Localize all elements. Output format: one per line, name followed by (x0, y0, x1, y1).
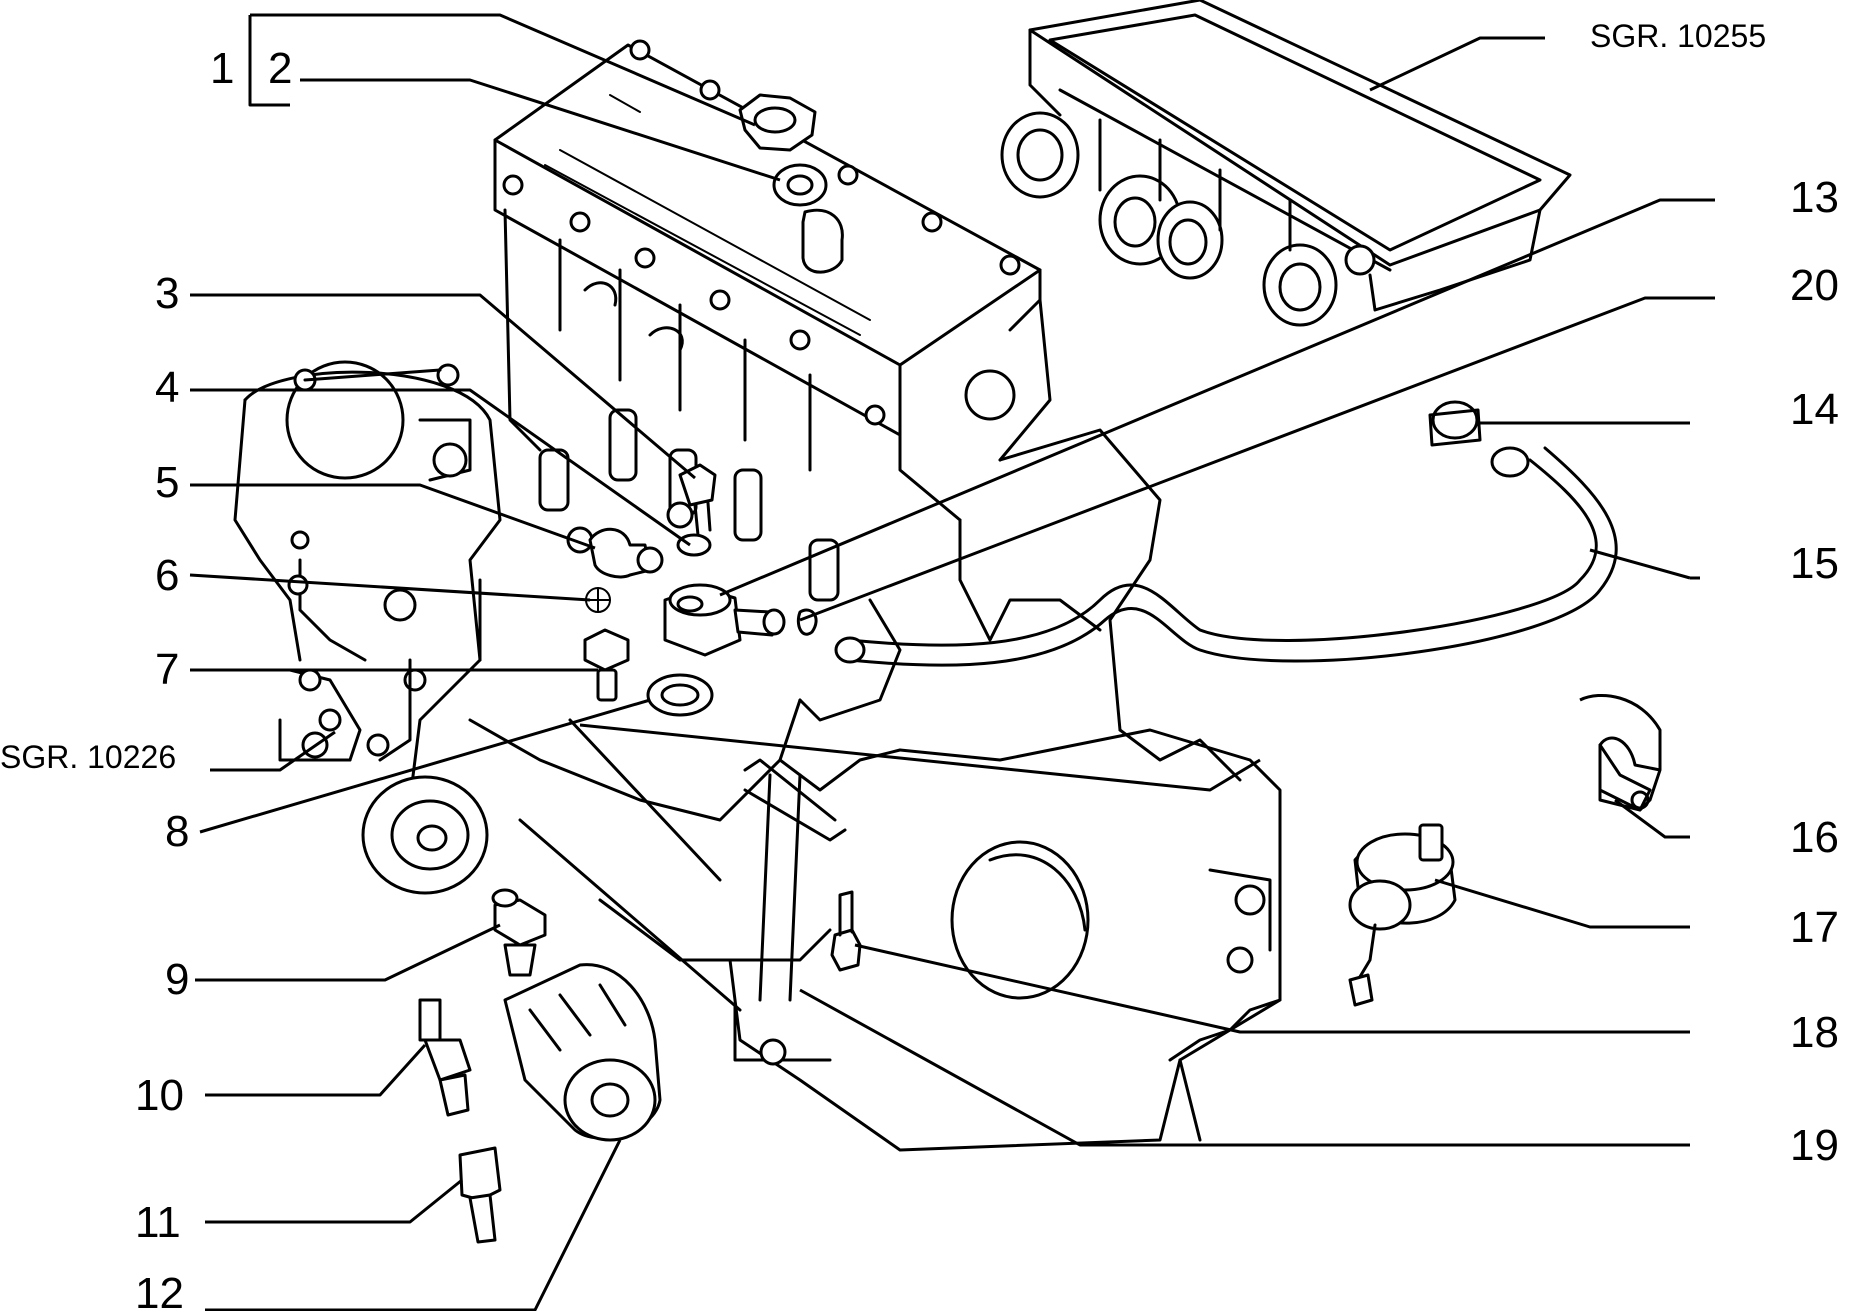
callout-16: 16 (1790, 813, 1839, 862)
callout-19: 19 (1790, 1121, 1839, 1170)
callout-13: 13 (1790, 173, 1839, 222)
small-bolt-part (830, 890, 862, 972)
callout-6: 6 (155, 551, 179, 600)
seal-ring-part (772, 163, 844, 274)
callout-4: 4 (155, 363, 179, 412)
callout-12: 12 (135, 1269, 184, 1311)
temperature-sensor-part (418, 998, 472, 1117)
filler-cap-part (738, 93, 817, 152)
callout-5: 5 (155, 458, 179, 507)
callout-18: 18 (1790, 1008, 1839, 1057)
callout-15: 15 (1790, 539, 1839, 588)
reference-label-sgr-10255: SGR. 10255 (1590, 18, 1766, 54)
reference-label-sgr-10226: SGR. 10226 (0, 739, 176, 775)
oil-filter-part (503, 963, 662, 1142)
washer-part (676, 533, 712, 557)
engine-block-drawing (233, 39, 1282, 1152)
hose-clamp-part (1428, 400, 1482, 447)
callout-14: 14 (1790, 385, 1839, 434)
plug-part (458, 1146, 502, 1244)
callout-3: 3 (155, 269, 179, 318)
oil-pressure-sensor-part (1348, 823, 1457, 1007)
intake-manifold-drawing (1000, 0, 1572, 327)
breather-housing-part (663, 583, 818, 657)
callout-8: 8 (165, 807, 189, 856)
callout-10: 10 (135, 1071, 184, 1120)
callout-11: 11 (135, 1198, 181, 1247)
callout-17: 17 (1790, 903, 1839, 952)
mounting-bracket-part (1579, 693, 1662, 812)
callout-20: 20 (1790, 261, 1839, 310)
oil-sender-part (491, 888, 547, 977)
breather-pipe-part (834, 446, 1618, 667)
bolt-part (678, 463, 717, 537)
callout-7: 7 (155, 645, 179, 694)
gasket-ring-part (646, 673, 714, 717)
callout-2: 2 (268, 44, 292, 93)
callout-1: 1 (210, 44, 234, 93)
pulley-part (361, 775, 489, 895)
elbow-fitting-part (588, 527, 664, 579)
callout-labels: 1 2 3 4 5 6 7 8 9 10 11 12 13 14 15 16 1… (135, 44, 1839, 1311)
pressure-switch-part (583, 628, 630, 702)
callout-9: 9 (165, 955, 189, 1004)
leader-lines (189, 13, 1715, 1311)
